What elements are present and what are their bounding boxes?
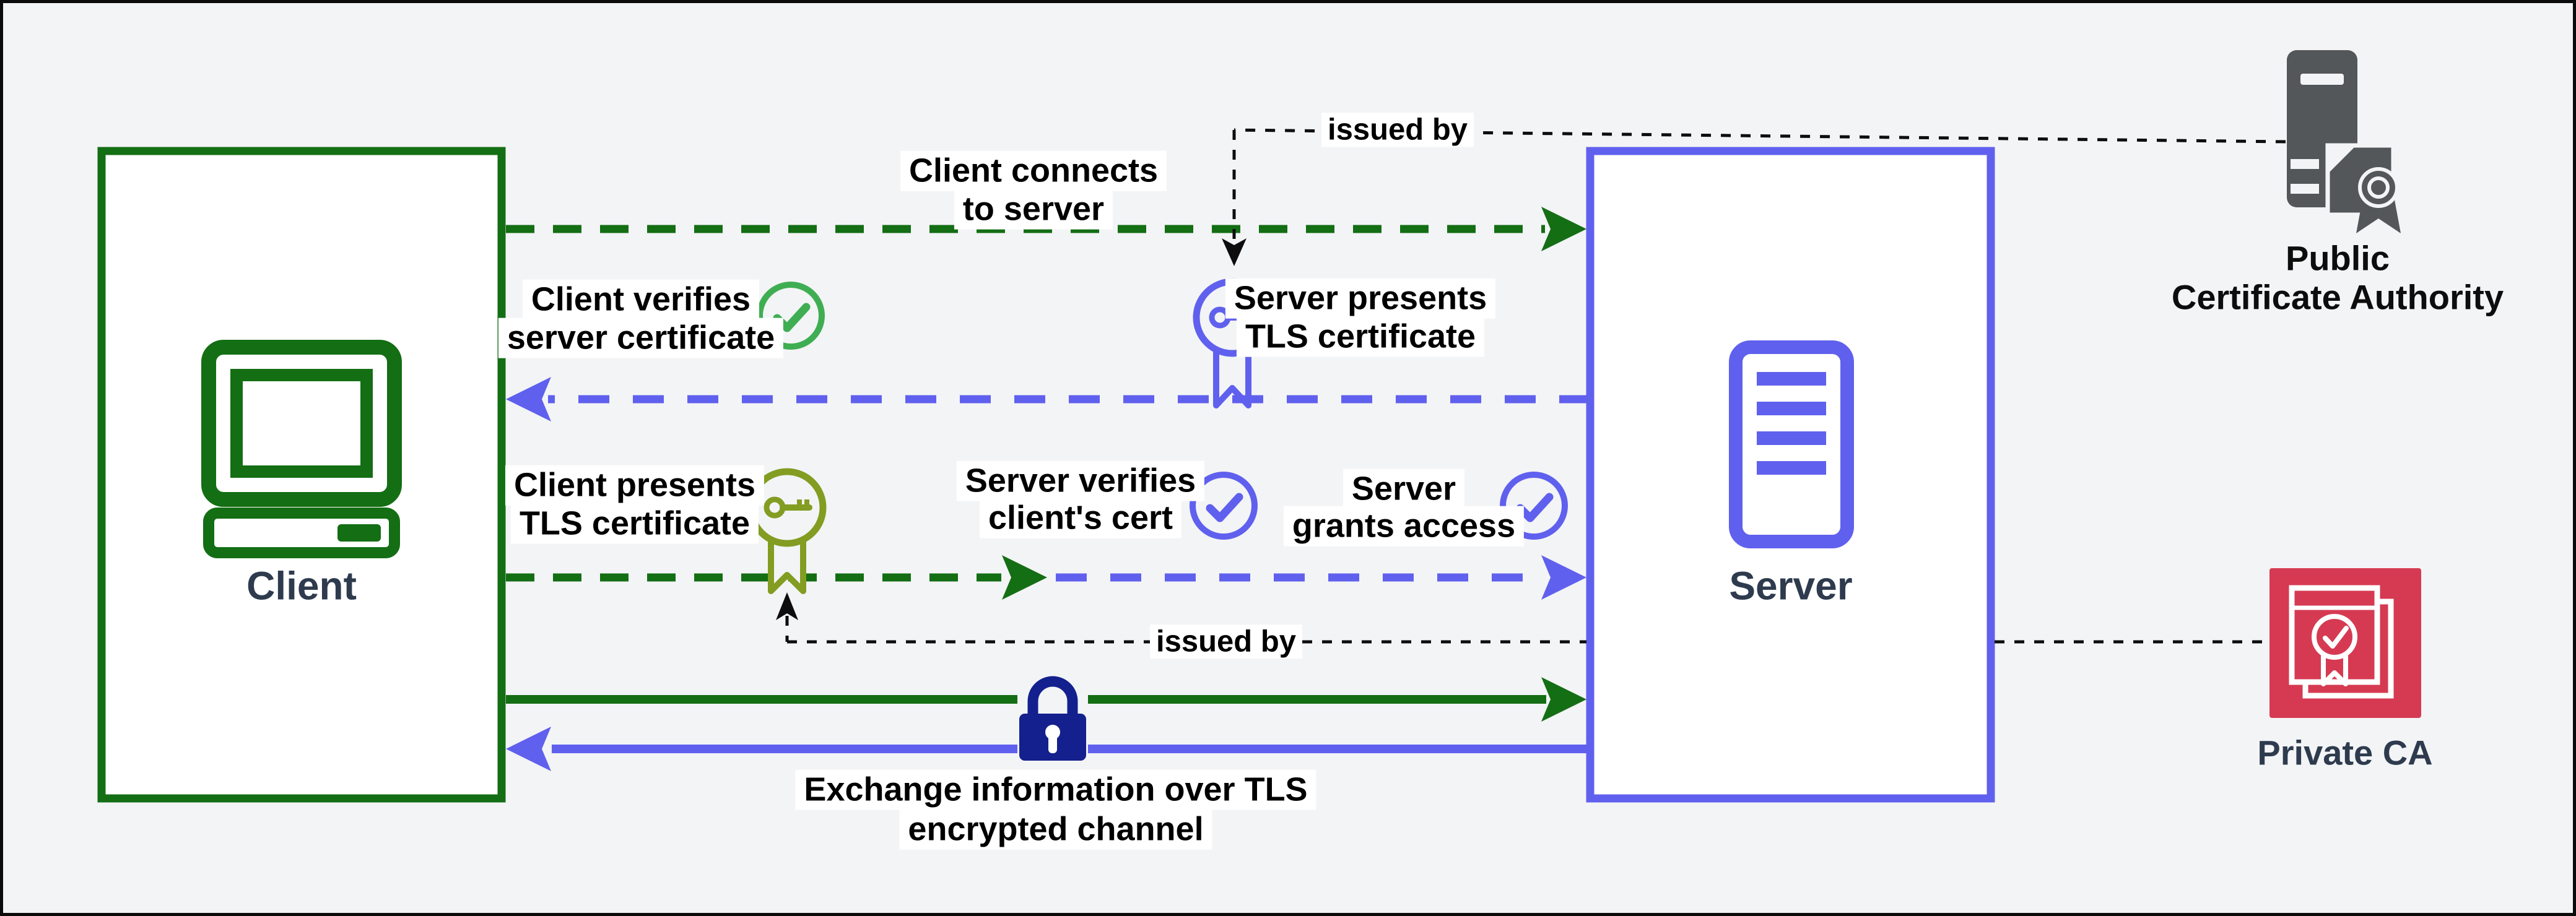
label-server-verifies-line1: Server verifies [956,460,1205,501]
label-issued-by-top: issued by [1321,113,1474,147]
label-client-verifies-line2: server certificate [498,318,784,358]
computer-icon [201,340,402,558]
label-issued-by-bottom: issued by [1149,624,1303,659]
private-ca-certificate-icon [2269,568,2421,718]
arrowhead-down-icon [1222,238,1247,266]
arrow-exchange-request [506,677,1586,722]
server-box-label: Server [1729,563,1853,608]
arrow-exchange-response [506,727,1590,771]
public-ca-label-line1: Public [2285,238,2390,278]
lock-icon [1019,676,1086,761]
client-box-label: Client [246,563,357,608]
label-client-verifies-line1: Client verifies [522,279,760,320]
label-client-presents-line1: Client presents [505,465,765,506]
label-client-connects-line1: Client connects [900,150,1167,191]
issued-by-bottom-connector [776,592,2267,644]
label-exchange-line2: encrypted channel [899,809,1212,850]
server-icon [1729,340,1854,548]
diagram-canvas [97,50,2421,803]
private-ca-label: Private CA [2257,733,2433,772]
label-client-presents-line2: TLS certificate [510,503,759,544]
label-server-verifies-line2: client's cert [980,498,1181,538]
label-exchange-line1: Exchange information over TLS [795,769,1316,810]
check-circle-icon [1190,472,1258,540]
arrowhead-up-icon [776,592,798,620]
label-server-presents-line1: Server presents [1225,278,1496,319]
check-circle-icon [1500,472,1568,540]
arrow-server-verifies [1056,555,1586,600]
label-server-grants-line2: grants access [1283,506,1525,547]
public-ca-label-line2: Certificate Authority [2171,277,2504,317]
label-server-presents-line2: TLS certificate [1236,316,1485,357]
arrow-server-presents [506,377,1590,421]
label-client-connects-line2: to server [954,189,1113,230]
certificate-authority-server-icon [2287,50,2401,233]
label-server-grants-line1: Server [1342,469,1465,509]
arrow-client-presents [506,555,1047,600]
